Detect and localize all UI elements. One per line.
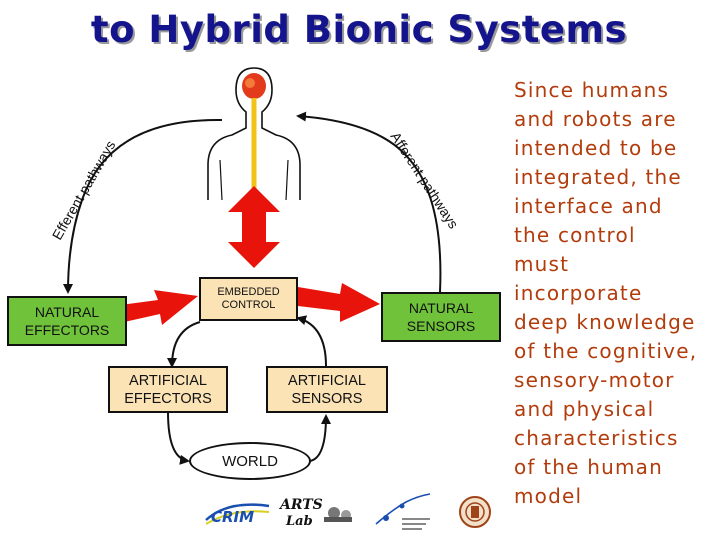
arts-lab-logo: ARTS Lab <box>278 497 352 529</box>
artificial-effectors-box: ARTIFICIAL EFFECTORS <box>108 366 228 413</box>
connector-world-artificial-sensors <box>309 414 331 462</box>
natural-sensors-box: NATURAL SENSORS <box>381 292 501 342</box>
vertical-red-arrow <box>228 186 280 268</box>
side-text-line: model <box>514 484 583 508</box>
artificial-effectors-line1: ARTIFICIAL <box>129 372 207 389</box>
slide-title: to Hybrid Bionic Systems <box>90 8 628 51</box>
side-text-line: of the cognitive, <box>514 339 698 363</box>
afferent-pathway-label: Afferent pathways <box>387 129 461 231</box>
university-seal-logo <box>459 496 491 528</box>
world-ellipse: WORLD <box>189 442 311 480</box>
artificial-effectors-line2: EFFECTORS <box>124 390 212 407</box>
svg-text:ARTS: ARTS <box>278 497 323 513</box>
artificial-sensors-line2: SENSORS <box>291 390 363 407</box>
natural-effectors-box: NATURAL EFFECTORS <box>7 296 127 346</box>
connector-artificial-effectors-world <box>167 411 190 465</box>
side-text-line: must <box>514 252 570 276</box>
natural-effectors-line1: NATURAL <box>34 304 100 320</box>
side-text-line: characteristics <box>514 426 679 450</box>
efferent-arc <box>63 118 223 294</box>
side-text-line: sensory-motor <box>514 368 675 392</box>
side-text-line: incorporate <box>514 281 643 305</box>
embedded-control-line1: EMBEDDED <box>217 286 280 298</box>
side-text-line: Since humans <box>514 78 670 102</box>
efferent-pathway-label: Efferent pathways <box>49 138 119 243</box>
side-text-line: and physical <box>514 397 655 421</box>
natural-sensors-line1: NATURAL <box>408 300 474 316</box>
side-text-line: deep knowledge <box>514 310 696 334</box>
side-text-line: integrated, the <box>514 165 682 189</box>
connector-embedded-artificial-effectors <box>167 321 201 368</box>
side-text-line: interface and <box>514 194 663 218</box>
connector-artificial-sensors-embedded <box>296 315 327 367</box>
sssa-logo <box>375 493 431 530</box>
red-arrow-to-sensors <box>298 283 380 322</box>
embedded-control-line2: CONTROL <box>221 299 276 311</box>
crim-logo: CRIM <box>205 503 270 526</box>
svg-text:Lab: Lab <box>285 514 313 529</box>
side-text-line: of the human <box>514 455 663 479</box>
red-arrow-to-embedded <box>120 290 198 325</box>
side-text-line: intended to be <box>514 136 678 160</box>
artificial-sensors-line1: ARTIFICIAL <box>288 372 366 389</box>
artificial-sensors-box: ARTIFICIAL SENSORS <box>266 366 388 413</box>
human-figure-icon <box>207 67 301 201</box>
natural-effectors-line2: EFFECTORS <box>24 322 110 338</box>
side-description: Since humans and robots are intended to … <box>514 76 718 511</box>
svg-text:CRIM: CRIM <box>211 508 254 526</box>
natural-sensors-line2: SENSORS <box>406 318 476 334</box>
embedded-control-box: EMBEDDED CONTROL <box>199 277 298 321</box>
side-text-line: and robots are <box>514 107 677 131</box>
side-text-line: the control <box>514 223 636 247</box>
afferent-arc <box>296 111 442 293</box>
